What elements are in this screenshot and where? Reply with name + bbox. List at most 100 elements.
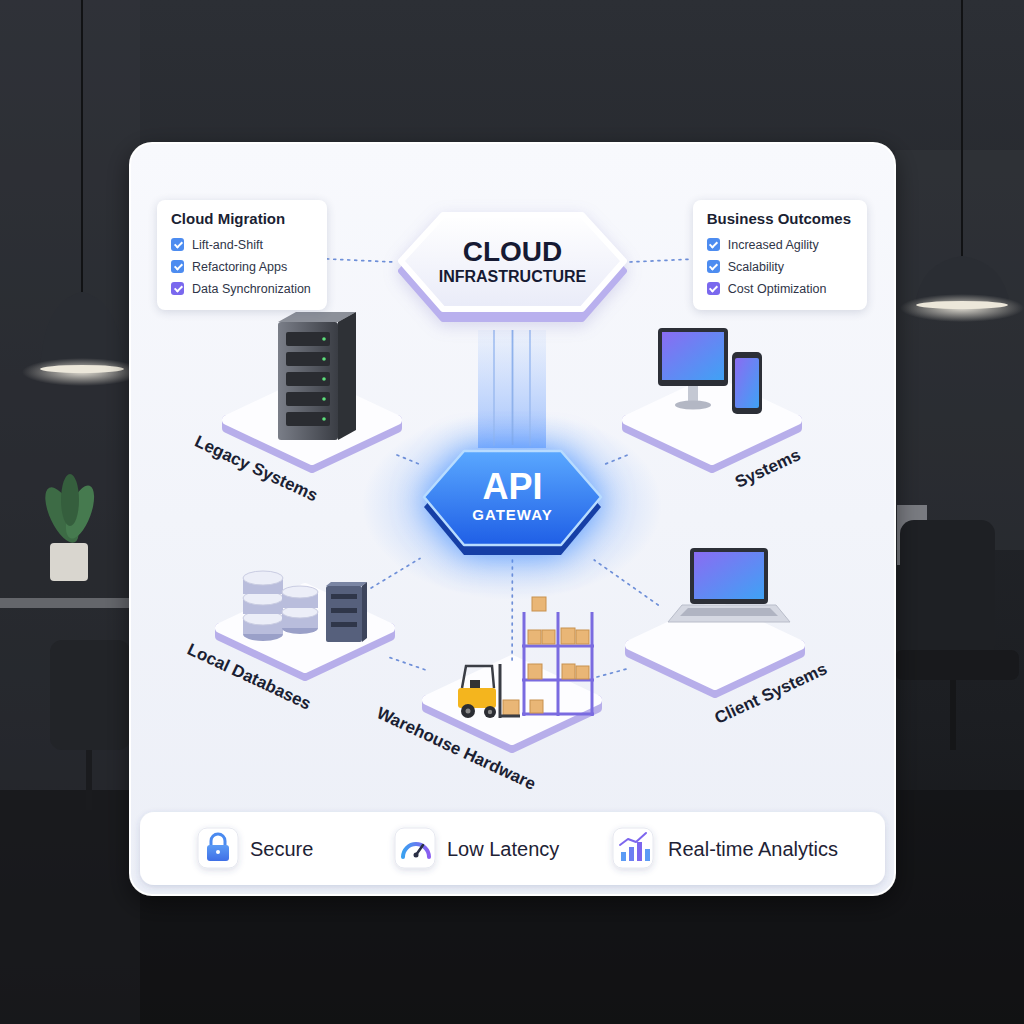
shape-title: API xyxy=(482,468,542,506)
shape-title: CLOUD xyxy=(463,237,563,267)
checklist-item: Cost Optimization xyxy=(707,278,851,300)
warehouse-icon xyxy=(458,688,496,708)
checklist-item: Increased Agility xyxy=(707,234,851,256)
hexagon-face xyxy=(401,215,624,309)
office-furniture xyxy=(50,543,88,581)
connector-line xyxy=(371,558,420,588)
diagram-card xyxy=(130,143,895,895)
platform-tile: Systems xyxy=(627,380,797,460)
checklist-item: Scalability xyxy=(707,256,851,278)
lock-icon xyxy=(198,828,238,868)
lock-icon xyxy=(216,850,220,854)
warehouse-icon xyxy=(591,612,594,716)
office-furniture xyxy=(0,598,132,608)
warehouse-icon xyxy=(462,666,494,688)
warehouse-icon xyxy=(503,700,519,715)
chart-icon xyxy=(637,842,642,861)
warehouse-icon xyxy=(458,597,594,718)
laptop-icon xyxy=(680,608,778,616)
card-heading: Business Outcomes xyxy=(707,210,851,228)
warehouse-icon xyxy=(576,666,589,679)
checklist-card: Cloud MigrationLift-and-ShiftRefactoring… xyxy=(157,200,327,310)
chart-icon xyxy=(620,833,646,845)
database-icon xyxy=(362,582,367,642)
connector-line xyxy=(511,560,513,660)
chart-icon xyxy=(629,847,634,861)
card-heading: Cloud Migration xyxy=(171,210,311,228)
devices-icon xyxy=(675,401,711,410)
warehouse-icon xyxy=(523,612,526,716)
office-furniture xyxy=(86,750,92,810)
gateway-glow xyxy=(529,330,531,446)
connector-line xyxy=(397,455,420,464)
office-furniture xyxy=(900,520,995,660)
warehouse-icon xyxy=(557,612,560,716)
office-background xyxy=(895,150,1024,550)
platform-label: Warehouse Hardware xyxy=(373,703,538,794)
database-icon xyxy=(243,571,283,585)
shape-subtitle: INFRASTRUCTURE xyxy=(439,267,587,287)
warehouse-icon xyxy=(562,664,575,679)
platform-tile xyxy=(427,660,597,740)
warehouse-icon xyxy=(522,645,594,648)
hexagon-face xyxy=(424,451,601,545)
server-icon xyxy=(286,412,330,426)
gauge-icon xyxy=(395,828,435,868)
connector-line xyxy=(512,330,514,445)
server-icon xyxy=(322,337,326,341)
pendant-lamp xyxy=(916,301,1008,309)
warehouse-icon xyxy=(528,664,542,679)
server-icon xyxy=(286,392,330,406)
server-icon xyxy=(322,417,326,421)
platform-tile: Warehouse Hardware xyxy=(427,660,597,740)
laptop-icon xyxy=(668,605,790,622)
database-icon xyxy=(331,608,357,613)
connector-line xyxy=(327,259,395,262)
office-furniture xyxy=(61,474,79,526)
laptop-icon xyxy=(690,548,768,604)
platform-tile: Client Systems xyxy=(630,605,800,685)
diagram-card xyxy=(130,143,895,895)
chart-icon xyxy=(613,828,653,868)
gauge-icon xyxy=(414,853,419,858)
connector-line xyxy=(630,259,693,262)
warehouse-icon xyxy=(542,630,555,644)
warehouse-icon xyxy=(470,680,480,688)
chart-icon xyxy=(613,828,653,868)
platform-label: Systems xyxy=(732,445,804,493)
checklist-item: Lift-and-Shift xyxy=(171,234,311,256)
gauge-icon xyxy=(403,844,429,857)
warehouse-icon xyxy=(576,630,589,644)
office-background xyxy=(0,790,1024,1024)
platform-tile: Local Databases xyxy=(220,588,390,668)
server-icon xyxy=(322,357,326,361)
checklist-item: Refactoring Apps xyxy=(171,256,311,278)
warehouse-icon xyxy=(503,597,589,715)
feature-label: Low Latency xyxy=(447,837,559,861)
feature-label: Real-time Analytics xyxy=(668,837,838,861)
devices-icon xyxy=(658,328,762,414)
server-icon xyxy=(278,312,356,440)
platform-tile: Legacy Systems xyxy=(227,380,397,460)
platform-label: Client Systems xyxy=(712,659,831,729)
warehouse-icon xyxy=(532,597,546,611)
database-icon xyxy=(326,582,367,586)
server-icon xyxy=(286,332,330,346)
warehouse-icon xyxy=(500,715,520,718)
gateway-glow xyxy=(478,330,546,448)
server-icon xyxy=(278,322,338,440)
feature-bar-background xyxy=(140,812,885,885)
database-icon xyxy=(282,586,318,598)
cloud-hexagon: CLOUDINFRASTRUCTURE xyxy=(395,205,630,330)
devices-icon xyxy=(662,332,724,380)
office-furniture xyxy=(895,650,1019,680)
connector-line xyxy=(597,668,630,677)
platform-tile xyxy=(627,380,797,460)
pendant-lamp xyxy=(81,0,83,292)
warehouse-icon xyxy=(461,704,475,718)
server-icon xyxy=(286,372,330,386)
devices-icon xyxy=(732,352,762,414)
